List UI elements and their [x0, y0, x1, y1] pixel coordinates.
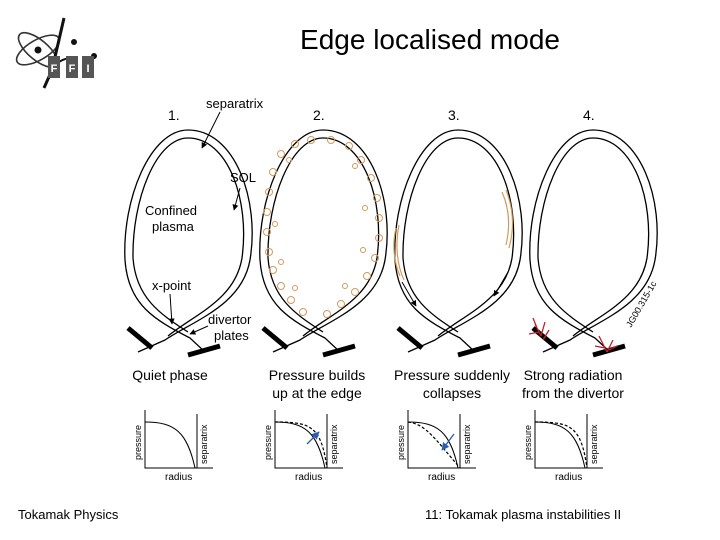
label-sol: SOL — [230, 170, 256, 185]
panel-number: 1. — [168, 107, 180, 123]
panel-number: 3. — [448, 107, 460, 123]
caption-2a: Pressure builds — [269, 367, 366, 383]
svg-text:pressure: pressure — [133, 425, 143, 460]
figure-code: JG00.315-1c — [624, 279, 659, 329]
divertor-plate-right — [187, 343, 221, 358]
caption-2b: up at the edge — [272, 385, 362, 401]
svg-text:separatrix: separatrix — [589, 424, 599, 464]
institute-logo: F F I — [15, 17, 97, 89]
panel-2: 2. — [259, 107, 388, 358]
caption-4a: Strong radiation — [524, 367, 623, 383]
svg-text:radius: radius — [555, 472, 582, 483]
panel-1: 1. separatrix SOL Confined plasma x-poin… — [124, 96, 264, 358]
panel-4: 4. JG00.315-1c — [528, 107, 659, 358]
divertor-plate-left — [126, 326, 154, 350]
panel-3: 3. — [393, 107, 523, 358]
label-confined-2: plasma — [152, 219, 195, 234]
profile-graph-3: pressure radius separatrix — [396, 410, 476, 483]
pressure-spirals — [263, 136, 383, 318]
panel-number: 2. — [313, 107, 325, 123]
panel-number: 4. — [583, 107, 595, 123]
expelled-filaments — [393, 189, 513, 281]
caption-1a: Quiet phase — [132, 367, 208, 383]
svg-text:radius: radius — [295, 472, 322, 483]
label-xpoint: x-point — [152, 278, 191, 293]
svg-text:F: F — [51, 63, 58, 75]
elm-cycle-diagram: 1. separatrix SOL Confined plasma x-poin… — [124, 96, 659, 483]
svg-text:separatrix: separatrix — [329, 424, 339, 464]
svg-text:separatrix: separatrix — [462, 424, 472, 464]
footer-lecture-title: 11: Tokamak plasma instabilities II — [425, 507, 622, 522]
profile-graph-4: pressure radius separatrix — [523, 410, 603, 483]
footer-course-name: Tokamak Physics — [18, 507, 119, 522]
svg-text:radius: radius — [428, 472, 455, 483]
label-divertor-1: divertor — [208, 312, 252, 327]
svg-text:separatrix: separatrix — [199, 424, 209, 464]
captions: Quiet phase Pressure builds up at the ed… — [132, 367, 624, 401]
profile-graph-2: pressure radius separatrix — [263, 410, 343, 483]
slide-title: Edge localised mode — [300, 24, 560, 55]
svg-text:I: I — [86, 63, 89, 75]
svg-text:pressure: pressure — [263, 425, 273, 460]
caption-3a: Pressure suddenly — [394, 367, 510, 383]
svg-text:pressure: pressure — [523, 425, 533, 460]
caption-4b: from the divertor — [522, 385, 624, 401]
profile-graph-1: pressure radius separatrix — [133, 410, 213, 483]
divertor-radiation — [528, 317, 618, 353]
label-divertor-2: plates — [214, 328, 249, 343]
caption-3b: collapses — [423, 385, 481, 401]
separatrix-inner — [132, 137, 245, 337]
label-separatrix: separatrix — [206, 96, 264, 111]
separatrix-outer — [124, 129, 253, 353]
svg-text:pressure: pressure — [396, 425, 406, 460]
svg-text:radius: radius — [165, 472, 192, 483]
label-confined-1: Confined — [145, 203, 197, 218]
svg-text:F: F — [69, 63, 76, 75]
